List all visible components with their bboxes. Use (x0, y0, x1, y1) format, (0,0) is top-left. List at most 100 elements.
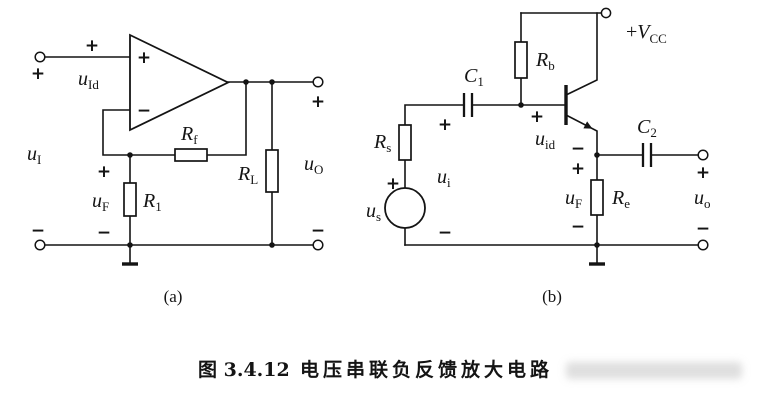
label-main: R (535, 49, 548, 71)
label-r-s: Rs (373, 131, 391, 155)
label-r-f: Rf (180, 123, 198, 147)
terminal-a-input-bottom (34, 239, 46, 251)
op-amp-triangle (129, 33, 231, 132)
label-sub: CC (650, 31, 667, 46)
polarity-minus-uid-b: − (571, 139, 585, 159)
terminal-a-input-top (34, 51, 46, 63)
label-main: u (565, 187, 575, 209)
label-vcc: +VCC (626, 21, 667, 46)
label-sub: 1 (155, 199, 162, 214)
label-main: u (535, 128, 545, 150)
label-main: V (637, 21, 652, 43)
resistor-rf (174, 148, 208, 162)
label-u-o-b: uo (694, 187, 711, 211)
caption-figure-number: 图 3.4.12 (198, 359, 290, 381)
junction-b-base (518, 102, 524, 108)
wire-a-inverting-to-feedback-node (102, 109, 176, 156)
resistor-rb (514, 41, 528, 79)
label-sub: L (250, 172, 258, 187)
wires-a (44, 56, 314, 264)
label-main: u (694, 187, 704, 209)
label-main: C (464, 65, 478, 87)
label-main: u (437, 166, 447, 188)
junction-a-feedback-node (127, 152, 133, 158)
label-sub: s (376, 209, 381, 224)
label-sub: e (624, 196, 630, 211)
wire-b-input-to-c1 (404, 104, 465, 126)
polarity-plus-uo-b: + (696, 163, 710, 183)
label-prefix: + (626, 21, 637, 43)
label-main: R (373, 131, 386, 153)
label-sub: F (575, 196, 582, 211)
label-main: R (237, 163, 250, 185)
wire-b-emitter (564, 113, 598, 156)
sublabel-b: (b) (542, 287, 562, 306)
polarity-plus-uf-a: + (97, 162, 111, 182)
circuit-b: +VCC Rb C1 + ui − Rs + us + uid − + uF −… (366, 7, 711, 306)
label-sub: 2 (650, 125, 657, 140)
label-sub: 1 (477, 74, 484, 89)
polarity-minus-uf-b: − (571, 217, 585, 237)
label-sub: O (314, 162, 323, 177)
label-u-id-b: uid (535, 128, 556, 152)
label-sub: id (545, 137, 556, 152)
label-main: R (611, 187, 624, 209)
polarity-minus-uo-a: − (311, 221, 325, 241)
label-sub: b (548, 58, 555, 73)
label-c-2: C2 (637, 116, 657, 140)
polarity-plus-ui-b: + (438, 115, 452, 135)
junction-a-load-output (269, 79, 275, 85)
wire-a-feedback-return (206, 81, 247, 156)
label-main: u (78, 68, 88, 90)
label-u-f-b: uF (565, 187, 582, 211)
junction-b-emitter (594, 152, 600, 158)
signal-source-us (384, 187, 426, 229)
sublabel-a: (a) (164, 287, 183, 306)
terminal-a-output-bottom (312, 239, 324, 251)
junction-a-load-ground (269, 242, 275, 248)
terminal-b-vcc (600, 7, 612, 19)
terminal-b-output-bottom (697, 239, 709, 251)
label-r-e: Re (611, 187, 630, 211)
label-main: C (637, 116, 651, 138)
polarity-minus-ui-a: − (31, 221, 45, 241)
label-main: u (304, 153, 314, 175)
label-sub: Id (88, 77, 99, 92)
label-u-i-a: uI (27, 143, 41, 167)
junction-a-feedback-output (243, 79, 249, 85)
label-r-1: R1 (142, 190, 162, 214)
label-sub: s (386, 140, 391, 155)
label-main: u (366, 200, 376, 222)
resistor-r1 (123, 182, 137, 217)
junction-a-ground (127, 242, 133, 248)
polarity-plus-uid-b: + (530, 107, 544, 127)
wire-b-collector (564, 12, 598, 97)
label-sub: o (704, 196, 711, 211)
polarity-plus-ui-a: + (31, 64, 45, 84)
label-sub: I (37, 152, 41, 167)
label-main: R (142, 190, 155, 212)
figure-caption: 图 3.4.12 电压串联负反馈放大电路 (198, 358, 742, 381)
terminal-b-output-top (697, 149, 709, 161)
label-main: R (180, 123, 193, 145)
resistor-rs (398, 124, 412, 161)
polarity-minus-uf-a: − (97, 223, 111, 243)
junction-b-ground (594, 242, 600, 248)
polarity-minus-uo-b: − (696, 219, 710, 239)
label-sub: f (193, 132, 198, 147)
label-u-id-a: uId (78, 68, 99, 92)
label-c-1: C1 (464, 65, 484, 89)
polarity-plus-uf-b: + (571, 159, 585, 179)
label-u-o-a: uO (304, 153, 323, 177)
resistor-rl (265, 149, 279, 193)
label-main: u (27, 143, 37, 165)
label-main: u (92, 190, 102, 212)
polarity-plus-uid-a: + (85, 36, 99, 56)
label-u-f-a: uF (92, 190, 109, 214)
resistor-re (590, 179, 604, 216)
label-sub: F (102, 199, 109, 214)
transistor-emitter-arrow (583, 121, 593, 129)
polarity-plus-us: + (386, 174, 400, 194)
